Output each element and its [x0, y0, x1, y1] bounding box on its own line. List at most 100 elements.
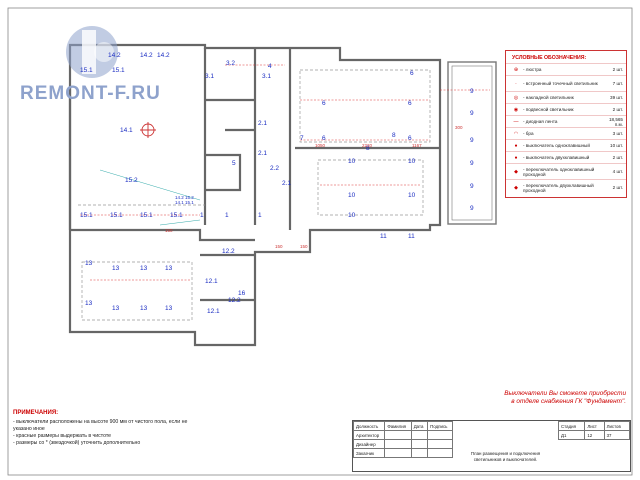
fixture-group-label: 3.1 — [262, 73, 272, 80]
fixture-group-label: 15.1 — [110, 212, 123, 219]
notes-block: ПРИМЕЧАНИЯ: - выключатели расположены на… — [13, 410, 343, 447]
fixture-group-label: 10 — [348, 158, 356, 165]
legend-item-label: - бра — [523, 131, 534, 136]
pendant-light-icon: ◉ — [513, 106, 519, 113]
fixture-group-label: 9 — [470, 137, 474, 144]
passthrough-double-icon: ◆ — [514, 184, 518, 191]
fixture-group-label: 13 — [140, 305, 148, 312]
dimension-label: 150 — [275, 244, 283, 249]
sheet-meta-table: Стадия Лист Листов Д1 12 37 — [557, 421, 631, 440]
leader-lines — [99, 169, 201, 226]
fixture-group-label: 13 — [165, 305, 173, 312]
fixture-group-label: 11 — [408, 233, 415, 240]
fixture-group-label: 6 — [410, 70, 414, 77]
fixture-group-label: 15.1 — [170, 212, 183, 219]
dimension-label: 150 — [300, 244, 308, 249]
notes-title: ПРИМЕЧАНИЯ: — [13, 410, 59, 416]
ceiling-contours — [78, 69, 431, 321]
switch-double-icon: ● — [514, 154, 518, 161]
legend-item: ◆ - переключатель одноклавишный проходной… — [506, 163, 626, 179]
legend-item-qty: 10 шт. — [610, 143, 623, 148]
fixture-group-label: 13 — [140, 265, 148, 272]
balcony — [447, 61, 497, 225]
fixture-group-label: 3.2 — [226, 60, 236, 67]
fixture-group-label: 14.2 — [157, 52, 170, 59]
fixture-group-label: 6 — [408, 100, 412, 107]
fixture-group-label: 6 — [408, 135, 412, 142]
fixture-group-label: 13 — [112, 305, 120, 312]
chandelier-icon: ⊕ — [513, 66, 519, 73]
legend-item-qty: 2 шт. — [612, 185, 623, 190]
fixture-group-label: 2.1 — [282, 180, 292, 187]
legend-item-label: - накладной светильник — [523, 95, 574, 100]
offer-note: Выключатели Вы сможете приобрести в отде… — [446, 390, 626, 406]
stamp-header: Фамилия — [384, 421, 412, 431]
wiring — [80, 64, 490, 281]
legend-item-qty: 7 шт. — [612, 81, 623, 86]
fixture-group-label: 14.1 15.1 — [175, 200, 194, 205]
fixture-group-label: 12.1 — [207, 308, 220, 315]
legend-item-qty: 2 шт. — [612, 67, 623, 72]
dimension-label: 150 — [165, 228, 173, 233]
fixture-group-label: 10 — [348, 212, 356, 219]
fixture-group-label: 9 — [470, 160, 474, 167]
legend-item-label: - переключатель одноклавишный проходной — [523, 166, 595, 177]
fixture-group-label: 15.1 — [80, 212, 93, 219]
legend-item-label: - диодная лента — [523, 119, 558, 124]
fixture-group-label: 9 — [470, 205, 474, 212]
note-line: указано иное — [13, 426, 45, 432]
dimension-label: 2220 — [362, 143, 373, 148]
dimension-label: 300 — [455, 125, 463, 130]
offer-line-2: в отделе снабжения ГК "Фундамент". — [511, 398, 626, 405]
legend-title: УСЛОВНЫЕ ОБОЗНАЧЕНИЯ: — [512, 55, 587, 61]
note-line: - красные размеры выдержать в чистоте — [13, 433, 112, 439]
fixture-group-label: 4 — [268, 63, 272, 70]
fixture-group-label: 11 — [380, 233, 387, 240]
logo-text: REMONT-F.RU — [20, 83, 161, 104]
logo-mark-icon — [66, 26, 118, 78]
stamp-role: Заказчик — [352, 448, 386, 458]
fixture-group-label: 15.1 — [140, 212, 153, 219]
fixture-group-label: 8 — [366, 145, 370, 152]
fixture-group-label: 15.1 — [112, 67, 125, 74]
stamp-meta-header: Стадия — [557, 421, 586, 431]
legend-item-qty: 2 шт. — [612, 107, 623, 112]
stamp-meta-header: Лист — [584, 421, 605, 431]
fixture-group-label: 9 — [470, 183, 474, 190]
fixture-group-label: 12.2 — [228, 297, 241, 304]
fixture-group-label: 8 — [392, 132, 396, 139]
dimension-label: 1167 — [412, 143, 422, 148]
fixture-group-label: 14.2 — [108, 52, 121, 59]
note-line: - размеры со * (звездочкой) уточнить доп… — [13, 440, 141, 446]
page-frame — [7, 7, 633, 476]
fixture-group-label: 14.2 15.2 — [175, 195, 194, 200]
chandelier-icon — [140, 122, 156, 138]
legend-item-qty: 3 шт. — [612, 131, 623, 136]
stamp-stage: Д1 — [557, 430, 586, 440]
fixture-group-label: 9 — [470, 88, 474, 95]
legend-item-label: - переключатель двухклавишный проходной — [523, 182, 594, 193]
fixture-group-label: 15.1 — [80, 67, 93, 74]
fixture-group-label: 14.1 — [120, 127, 133, 134]
fixture-group-label: 14.2 — [140, 52, 153, 59]
fixture-group-label: 6 — [322, 135, 326, 142]
fixture-group-label: 7 — [300, 135, 304, 142]
note-line: - выключатели расположены на высоте 900 … — [13, 419, 188, 425]
fixture-group-label: 12.2 — [222, 248, 235, 255]
legend-item-qty: 2 шт. — [612, 155, 623, 160]
legend-item: ◆ - переключатель двухклавишный проходной… — [506, 179, 626, 195]
fixture-group-label: 3.1 — [205, 73, 215, 80]
passthrough-single-icon: ◆ — [514, 168, 518, 175]
dimension-label: 1050 — [315, 143, 326, 148]
fixture-group-label: 10 — [408, 158, 416, 165]
fixture-group-label: 5 — [232, 160, 236, 167]
fixture-group-label: 2.1 — [258, 150, 268, 157]
